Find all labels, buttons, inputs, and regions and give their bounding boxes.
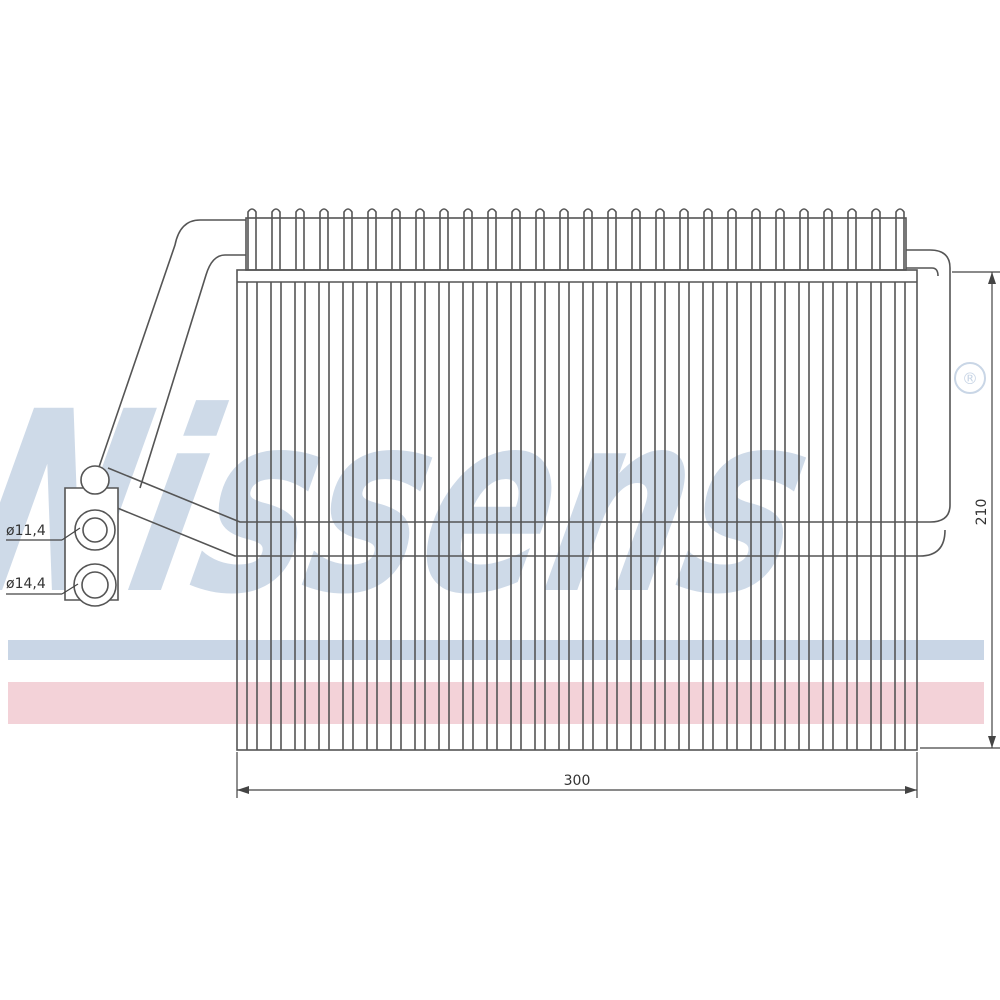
tube-cap — [727, 208, 737, 270]
tube-cap — [583, 208, 593, 270]
tube-cap — [367, 208, 377, 270]
tube-cap — [271, 208, 281, 270]
tube — [558, 282, 570, 750]
fitting-upper-port-inner — [82, 517, 108, 543]
width-dimension — [236, 752, 918, 798]
pipe-bend-cap — [80, 465, 110, 495]
tube — [462, 282, 474, 750]
tube — [654, 282, 666, 750]
tube — [510, 282, 522, 750]
tube — [798, 282, 810, 750]
tube-cap — [343, 208, 353, 270]
height-dimension — [920, 271, 1000, 749]
tube-cap — [751, 208, 761, 270]
tube-cap — [415, 208, 425, 270]
fitting-block — [64, 465, 119, 607]
tube — [366, 282, 378, 750]
tube-cap — [607, 208, 617, 270]
fitting-upper-diameter-label: ø11,4 — [6, 523, 46, 539]
registered-mark-circle — [954, 362, 986, 394]
width-arrow-right — [905, 786, 917, 794]
height-arrow-bottom — [988, 736, 996, 748]
tube — [534, 282, 546, 750]
tube-cap — [439, 208, 449, 270]
fitting-labels — [6, 527, 81, 595]
tube — [486, 282, 498, 750]
tube-cap — [631, 208, 641, 270]
tube — [894, 282, 906, 750]
tube — [246, 282, 258, 750]
tube — [390, 282, 402, 750]
tube — [630, 282, 642, 750]
watermark: Nissens ® — [0, 358, 986, 724]
tube — [294, 282, 306, 750]
tube — [318, 282, 330, 750]
tube-cap — [559, 208, 569, 270]
tube-cap — [679, 208, 689, 270]
tube-cap — [295, 208, 305, 270]
tube — [414, 282, 426, 750]
tube-group — [246, 208, 906, 750]
tube-cap — [391, 208, 401, 270]
tube-cap — [319, 208, 329, 270]
tube — [438, 282, 450, 750]
watermark-pink-band — [8, 682, 984, 724]
tube-cap — [823, 208, 833, 270]
leader-line-lower-diag — [61, 583, 79, 595]
tube — [750, 282, 762, 750]
tube — [726, 282, 738, 750]
watermark-logo-text: Nissens — [0, 358, 834, 650]
height-arrow-top — [988, 272, 996, 284]
tube — [342, 282, 354, 750]
tube-cap — [871, 208, 881, 270]
tube — [870, 282, 882, 750]
piping — [97, 219, 951, 557]
inlet-pipe-lower — [109, 504, 946, 557]
tube — [846, 282, 858, 750]
top-header-tank — [245, 217, 907, 271]
tube-cap — [895, 208, 905, 270]
height-dimension-label: 210 — [974, 499, 990, 526]
pipe-return-right — [906, 267, 939, 277]
tube-cap — [775, 208, 785, 270]
tube — [582, 282, 594, 750]
tube — [774, 282, 786, 750]
tube — [606, 282, 618, 750]
width-dimension-label: 300 — [564, 773, 591, 789]
tube-cap — [703, 208, 713, 270]
tube-cap — [511, 208, 521, 270]
tube-cap — [463, 208, 473, 270]
tube-cap — [847, 208, 857, 270]
tube-cap — [535, 208, 545, 270]
tube-cap — [487, 208, 497, 270]
tube-cap — [799, 208, 809, 270]
tube-cap — [247, 208, 257, 270]
width-arrow-left — [237, 786, 249, 794]
tube — [270, 282, 282, 750]
tube-cap — [655, 208, 665, 270]
watermark-blue-band — [8, 640, 984, 660]
outlet-pipe-outer — [97, 219, 246, 471]
tube — [702, 282, 714, 750]
tube — [822, 282, 834, 750]
evaporator-core — [236, 208, 918, 751]
inlet-pipe-upper — [107, 249, 951, 523]
outlet-pipe-inner — [139, 254, 246, 489]
leader-line-upper-diag — [61, 527, 81, 541]
tube — [678, 282, 690, 750]
fitting-lower-port-inner — [81, 571, 109, 599]
fitting-lower-diameter-label: ø14,4 — [6, 576, 46, 592]
registered-mark: ® — [962, 369, 978, 388]
